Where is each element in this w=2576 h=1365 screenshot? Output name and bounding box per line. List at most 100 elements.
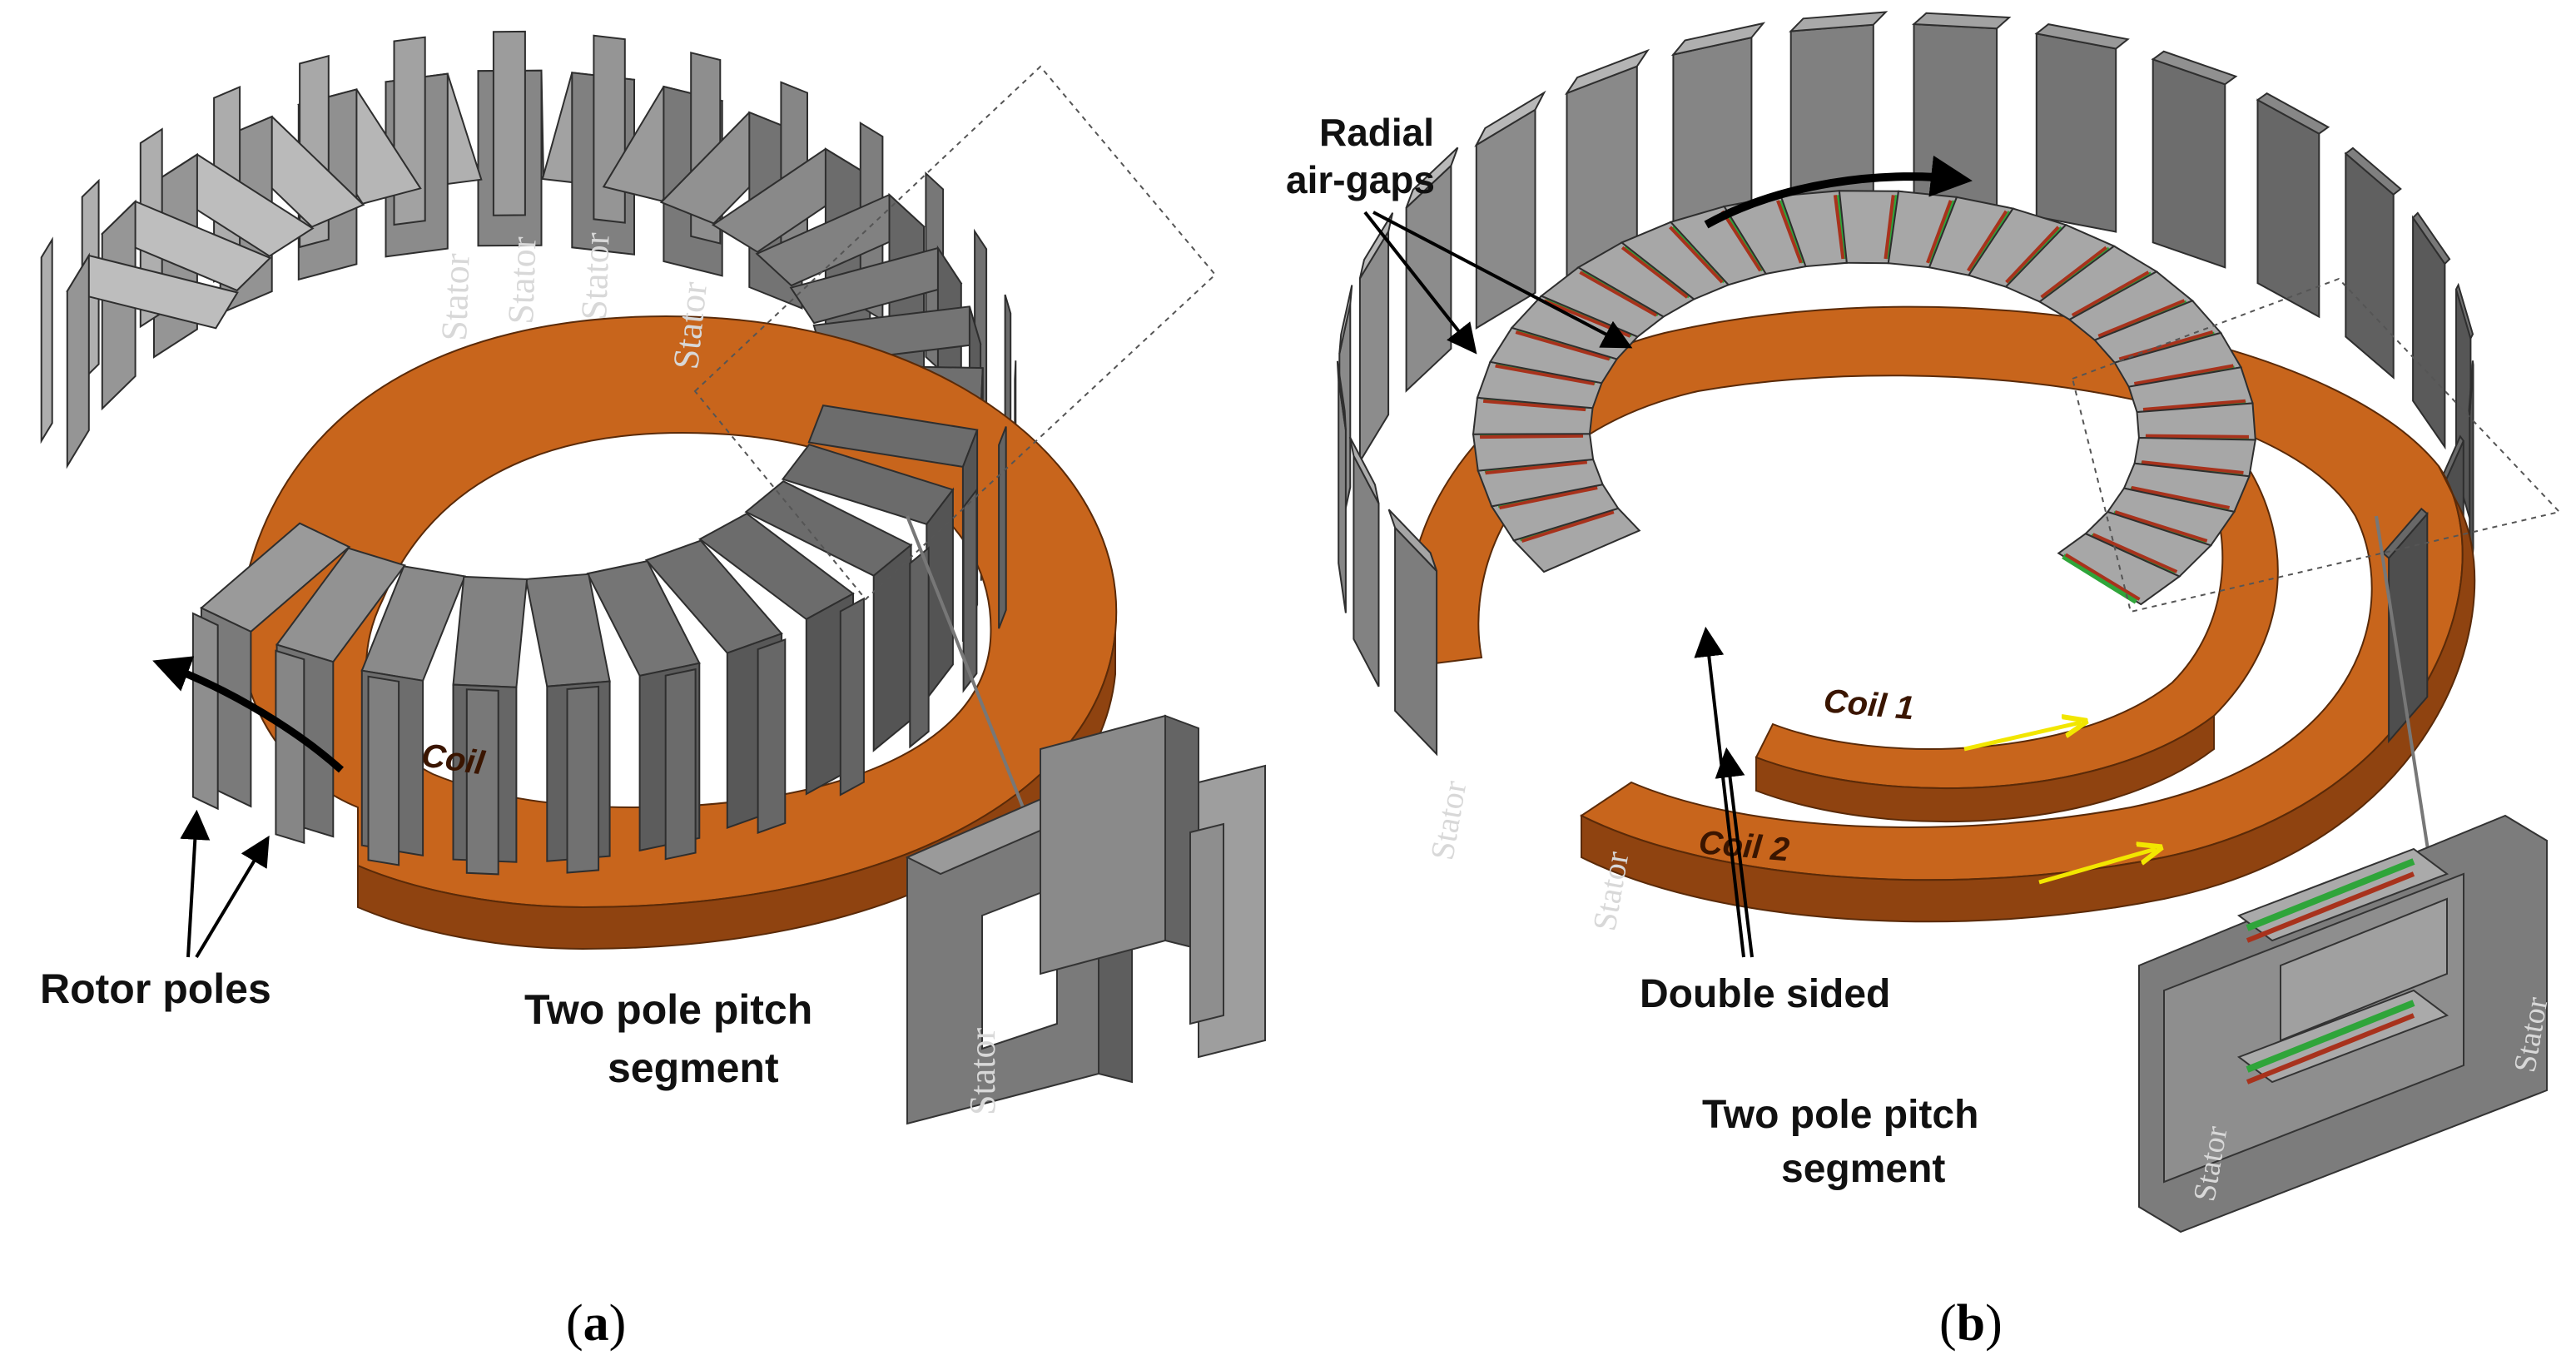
panel-a-rotor-pole <box>40 236 53 444</box>
panel-a-segment-label-line1: Two pole pitch <box>524 986 812 1033</box>
panel-b-stator-core-top <box>2034 23 2130 50</box>
panel-b-radial-label-line2: air-gaps <box>1286 158 1435 201</box>
panel-b-airgap-red <box>2114 510 2208 543</box>
panel-b-airgap-red <box>1579 271 1658 317</box>
panel-b-caption-open: ( <box>1939 1295 1957 1352</box>
panel-a-core-side <box>872 543 912 752</box>
panel-a-rotor-pole <box>998 426 1007 629</box>
panel-b-airgap-red <box>1833 195 1845 260</box>
panel-b-stator-core <box>2035 32 2117 233</box>
panel-b-stator-core-top <box>1336 360 1347 430</box>
panel-a-rotor-pole <box>909 546 930 749</box>
panel-b-airgap-red <box>1669 226 1724 284</box>
panel-a-caption-close: ) <box>609 1295 627 1352</box>
panel-b-stator-core-top <box>1564 48 1650 95</box>
panel-a-stator-text-2: Stator <box>500 236 544 325</box>
panel-b-airgap-red <box>1482 399 1586 412</box>
panel-b-airgap-red <box>1515 330 1611 361</box>
panel-a-rotor-pole <box>839 597 865 797</box>
panel-a-coil-label: Coil <box>419 737 488 782</box>
panel-b-stator-core-top <box>2344 146 2402 196</box>
panel-a-rotor-pole <box>492 30 526 216</box>
panel-a-rotor-pole <box>757 638 787 835</box>
panel-a-ring-back <box>40 30 1017 581</box>
panel-b-airgap-red <box>1495 364 1595 386</box>
panel-b-rotor-ring <box>1472 190 2256 606</box>
panel-a-ring-front <box>191 404 1007 876</box>
panel-a-rotor-pole <box>191 612 219 811</box>
panel-b-airgap-red <box>2142 460 2244 474</box>
panel-b-airgap-red <box>1720 210 1762 272</box>
panel-b-outer-stator-back <box>1336 11 2474 673</box>
panel-b-segment-label-line2: segment <box>1781 1147 1945 1191</box>
panel-b-segment-label-line1: Two pole pitch <box>1702 1093 1978 1137</box>
panel-b-coil-2 <box>1407 305 2476 923</box>
panel-a-flux-arrow <box>152 656 345 773</box>
panel-a-rotor-pole <box>962 487 978 693</box>
panel-b-airgap-green <box>2062 553 2138 604</box>
panel-a-stator-text-1: Stator <box>434 252 478 341</box>
panel-b-airgap-red <box>2145 434 2249 439</box>
panel-a-rotor-pole <box>593 34 626 224</box>
panel-b-airgap-red <box>2071 271 2150 317</box>
panel-a-rotor-poles-pointers <box>180 809 270 959</box>
panel-b: Coil 1 Coil 2 Stator Stator Radial air-g… <box>1286 11 2561 1352</box>
panel-b-coil2-label: Coil 2 <box>1697 824 1790 868</box>
panel-b-outer-stator-front <box>1348 436 2429 757</box>
panel-b-airgap-red <box>2097 299 2186 338</box>
panel-b-airgap-red <box>1776 200 1803 264</box>
panel-a-caption-letter: a <box>583 1295 609 1352</box>
panel-a-rotor-poles-label: Rotor poles <box>40 965 271 1012</box>
panel-b-segment-inset: Stator Stator <box>2138 814 2555 1233</box>
panel-b-airgap-red <box>1884 195 1895 260</box>
panel-b-airgap-red <box>2064 553 2141 601</box>
panel-b-rotor-segment <box>2057 533 2181 606</box>
panel-b-stator-core <box>2152 57 2226 269</box>
panel-a-stator-text-4: Stator <box>665 280 715 371</box>
panel-a-segment-stator-text: Stator <box>962 1028 1003 1115</box>
panel-b-flux-arrow <box>1704 155 1973 229</box>
panel-b-airgap-red <box>2142 399 2246 411</box>
panel-b-stator-text-1: Stator <box>1423 778 1474 863</box>
panel-a-core-top <box>452 575 529 688</box>
panel-b-airgap-red <box>1926 200 1953 264</box>
panel-b-stator-core-top <box>1789 11 1889 32</box>
panel-b-airgap-red <box>2133 364 2234 385</box>
panel-b-stator-core-top <box>1670 22 1766 57</box>
panel-b-airgap-red <box>1485 460 1588 475</box>
panel-b-caption-letter: b <box>1957 1295 1985 1352</box>
panel-b-stator-core <box>1913 22 1998 213</box>
panel-a-rotor-pole <box>275 649 305 845</box>
panel-b-airgap-red <box>1521 510 1615 544</box>
panel-a-rotor-pole <box>566 685 600 874</box>
panel-b-stator-core <box>2256 98 2320 319</box>
panel-a-rotor-pole <box>393 36 426 226</box>
panel-a-core-side <box>66 252 90 469</box>
panel-b-coil1-label: Coil 1 <box>1822 682 1915 727</box>
panel-a-segment-label-line2: segment <box>608 1045 779 1091</box>
panel-a-rotor-pole <box>465 688 499 876</box>
panel-b-stator-core-top <box>2454 282 2474 341</box>
panel-b-stator-core-top <box>1912 12 2012 30</box>
panel-a-stator-text-3: Stator <box>573 231 618 320</box>
panel-b-airgap-red <box>2040 246 2107 299</box>
panel-b-stator-core-top <box>1348 436 1380 504</box>
panel-a-segment-inset: Stator <box>905 714 1266 1125</box>
panel-b-coil2-current-arrow <box>2038 849 2156 885</box>
panel-b-stator-core-top <box>1338 285 1353 355</box>
panel-b-airgap-red <box>1480 434 1584 439</box>
panel-b-coil1-current-arrow <box>1963 722 2081 752</box>
panel-b-airgap-red <box>2092 533 2178 573</box>
panel-b-stator-core-top <box>2468 360 2474 415</box>
panel-a-caption-open: ( <box>566 1295 583 1352</box>
panel-b-stator-core-top <box>2256 92 2330 135</box>
panel-a-rotor-pole <box>664 668 697 861</box>
panel-a-segment-box <box>693 65 1217 601</box>
panel-b-caption-close: ) <box>1985 1295 2003 1352</box>
panel-b-double-sided-pointers <box>1694 626 1754 958</box>
panel-b-airgap-red <box>2118 330 2214 361</box>
panel-b-stator-core-top <box>1358 212 1394 280</box>
panel-b-airgap-red <box>2005 226 2060 284</box>
